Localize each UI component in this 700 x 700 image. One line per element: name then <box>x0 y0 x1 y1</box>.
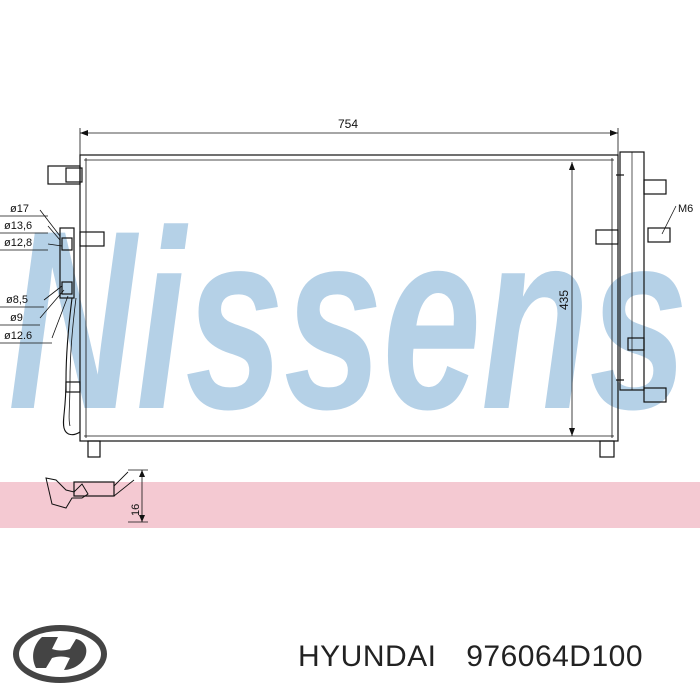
left-mount-bracket <box>79 231 105 247</box>
bolt-label: M6 <box>678 203 693 215</box>
right-bottom-bracket <box>643 387 667 403</box>
pipe-label-1: ø17 <box>10 203 29 215</box>
hyundai-logo-icon <box>13 625 107 683</box>
condenser-core <box>79 154 619 442</box>
pipe-label-3: ø12,8 <box>4 237 32 249</box>
left-top-bracket <box>47 165 81 185</box>
pipe-label-5: ø9 <box>10 312 23 324</box>
right-top-bracket <box>643 179 667 195</box>
brand-name: HYUNDAI <box>298 640 437 673</box>
part-caption: HYUNDAI 976064D100 <box>298 640 643 674</box>
pipe-label-2: ø13,6 <box>4 220 32 232</box>
pipe-label-4: ø8,5 <box>6 294 28 306</box>
right-mount-bracket <box>595 229 619 245</box>
watermark-text: Nissens <box>8 178 688 463</box>
side-depth-label: 16 <box>130 504 142 516</box>
bottom-right-foot <box>599 440 615 458</box>
part-number: 976064D100 <box>466 640 644 673</box>
width-label: 754 <box>338 117 358 131</box>
watermark-band <box>0 482 700 528</box>
bottom-left-foot <box>87 440 101 458</box>
inlet-pipe <box>62 297 81 436</box>
height-label: 435 <box>557 290 571 310</box>
right-mid-bracket <box>647 227 671 243</box>
side-profile-detail <box>45 469 148 523</box>
pipe-label-6: ø12.6 <box>4 330 32 342</box>
